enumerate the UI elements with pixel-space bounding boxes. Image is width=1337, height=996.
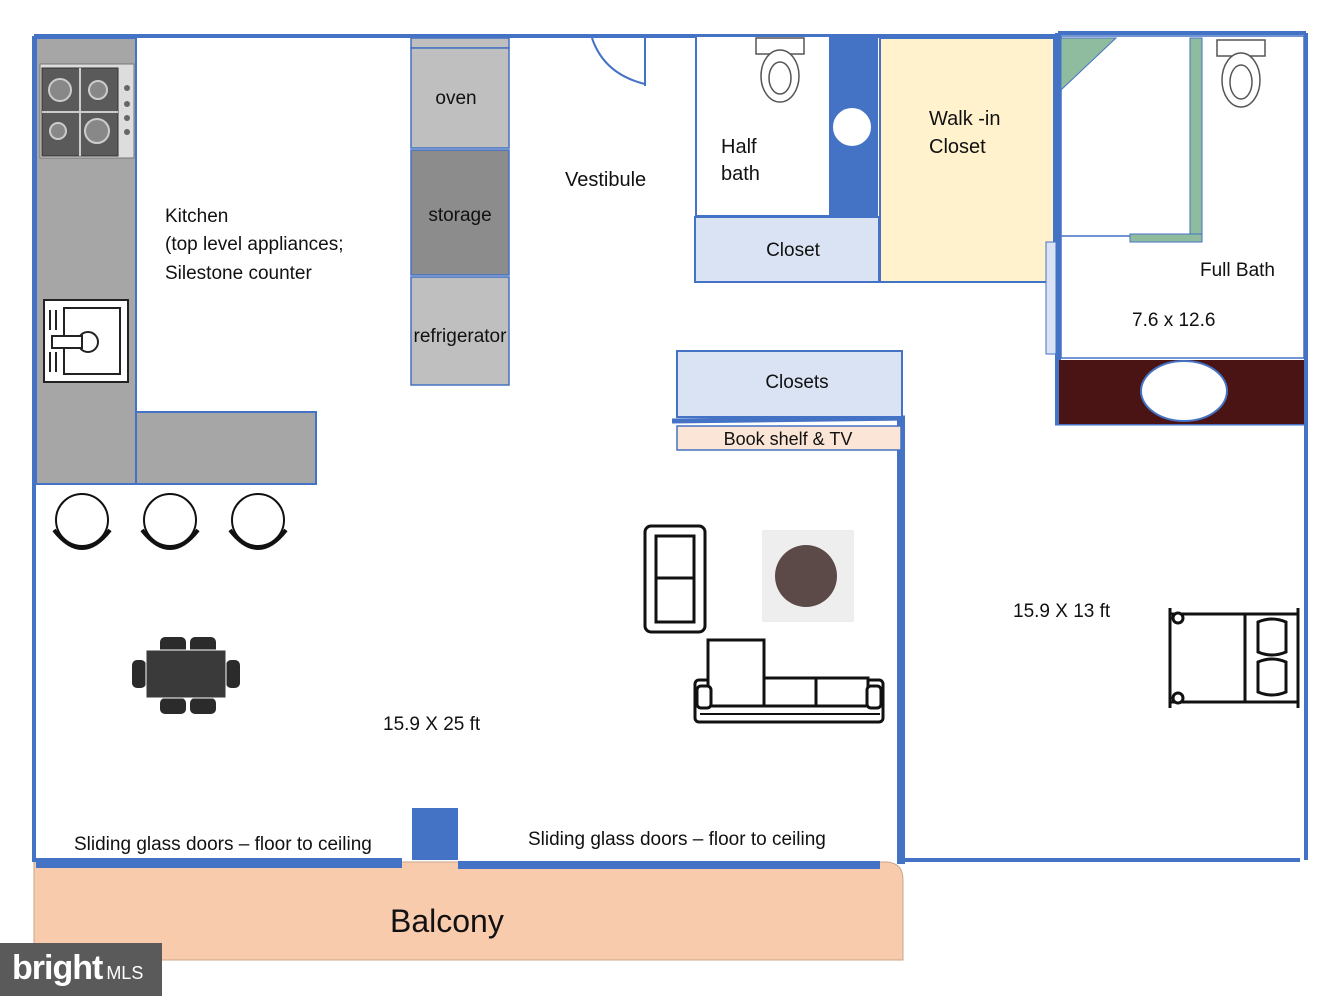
toilet-icon [755,37,805,103]
toilet-icon-full-bath [1216,39,1266,108]
label-walkin-line1: Walk -in [929,108,1000,130]
label-closets: Closets [765,372,828,393]
label-sliding-doors-right: Sliding glass doors – floor to ceiling [528,829,826,850]
full-bath-door [1045,241,1057,355]
shower-wall [1189,37,1203,241]
oven [410,47,510,149]
sliding-door-right-frame [458,861,880,869]
entry-door-icon [591,37,646,86]
center-column [412,808,458,860]
label-bedroom-dims: 15.9 X 13 ft [1013,601,1111,622]
vanity-sink-icon [1140,360,1228,422]
dining-table-icon [132,637,240,714]
shower-corner [1060,37,1118,92]
wall-bedroom [897,418,905,864]
full-bath [1060,35,1305,359]
bed-icon [1168,608,1300,708]
sink-icon [43,299,129,383]
cooktop-icon [39,63,135,159]
label-storage: storage [428,205,491,226]
label-kitchen-line3: Silestone counter [165,263,312,284]
kitchen-counter-peninsula [135,411,317,485]
storage [410,149,510,276]
label-kitchen-line1: Kitchen [165,206,228,227]
label-vestibule: Vestibule [565,169,646,191]
washbasin-icon [831,106,873,148]
label-bookshelf-tv: Book shelf & TV [724,429,853,449]
label-balcony: Balcony [390,903,504,939]
label-refrigerator: refrigerator [414,326,508,347]
label-half-bath-line2: bath [721,163,760,185]
watermark-brand: bright [12,949,103,987]
label-walkin-line2: Closet [929,136,986,158]
wall-full-bath [1055,33,1061,425]
closet-small [694,216,880,283]
label-sliding-doors-left: Sliding glass doors – floor to ceiling [74,834,372,855]
label-full-bath-dims: 7.6 x 12.6 [1132,310,1215,331]
refrigerator [410,276,510,386]
label-oven: oven [435,88,476,109]
balcony [33,861,904,961]
label-kitchen-line2: (top level appliances; [165,234,344,255]
armchair-icon [643,524,707,634]
sliding-door-left-frame [36,858,402,868]
bar-stool-icon [52,493,288,550]
label-half-bath-line1: Half [721,136,757,158]
walkin-closet [879,37,1055,283]
closets [676,350,903,418]
label-closet: Closet [766,240,821,261]
bookshelf-tv [676,425,902,451]
appliance-top-trim [410,37,510,49]
watermark-suffix: MLS [106,963,144,983]
shower-wall-bottom [1129,233,1203,243]
label-full-bath: Full Bath [1200,260,1275,281]
sofa-icon [693,638,885,724]
coffee-table-icon [762,530,854,622]
label-living-dims: 15.9 X 25 ft [383,714,481,735]
wall-bookshelf-top [671,415,906,424]
